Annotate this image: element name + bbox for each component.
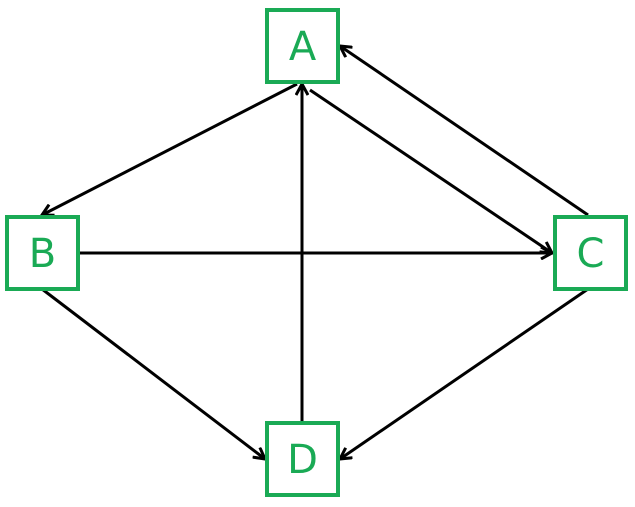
node-b-label: B	[29, 231, 56, 277]
node-d[interactable]: D	[265, 421, 340, 497]
edges	[41, 46, 589, 459]
edge-a-to-b	[42, 82, 298, 215]
edge-b-to-d	[41, 287, 265, 459]
node-a-box	[265, 8, 340, 84]
node-a[interactable]: A	[265, 8, 340, 84]
node-c-box	[553, 215, 628, 291]
node-b-box	[5, 215, 80, 291]
node-d-label: D	[287, 437, 318, 483]
node-c[interactable]: C	[553, 215, 628, 291]
node-b[interactable]: B	[5, 215, 80, 291]
edge-c-to-a	[340, 46, 589, 217]
node-a-label: A	[289, 24, 317, 70]
edge-a-to-c	[309, 88, 552, 253]
node-c-label: C	[577, 231, 605, 277]
node-d-box	[265, 421, 340, 497]
edge-c-to-d	[340, 287, 589, 459]
